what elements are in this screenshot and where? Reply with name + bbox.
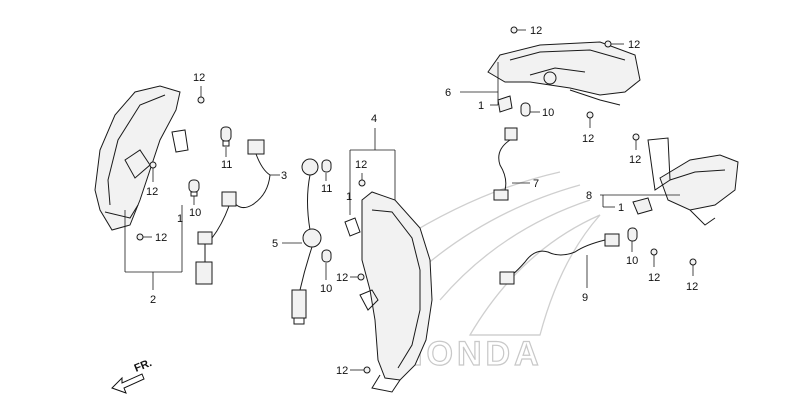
callout-12i: 12 (582, 133, 594, 145)
bulb-icon (220, 126, 232, 147)
bulb-icon (321, 159, 332, 173)
callout-2: 2 (150, 294, 156, 306)
bulb-icon (520, 102, 531, 117)
callout-1b: 1 (346, 191, 352, 203)
wire-harness-9 (499, 233, 620, 285)
lower-right-light-assembly (647, 137, 739, 226)
wire-harness-7 (493, 127, 518, 201)
screw-icon (604, 40, 612, 48)
cap-icon (632, 197, 653, 215)
callout-12e: 12 (336, 272, 348, 284)
callout-12f: 12 (336, 365, 348, 377)
bulb-icon (321, 249, 332, 263)
screw-icon (136, 233, 144, 241)
callout-1a: 1 (177, 213, 183, 225)
screw-icon (149, 161, 157, 169)
left-light-assembly (94, 85, 189, 231)
callout-1c: 1 (478, 100, 484, 112)
callout-11b: 11 (321, 183, 332, 195)
screw-icon (586, 111, 594, 119)
callout-5: 5 (272, 238, 278, 250)
wire-harness-5 (291, 158, 322, 325)
callout-10b: 10 (320, 283, 332, 295)
upper-right-light-assembly (487, 41, 641, 106)
screw-icon (650, 248, 658, 256)
callout-12b: 12 (146, 186, 158, 198)
screw-icon (363, 366, 371, 374)
center-light-assembly (344, 191, 433, 393)
callout-11a: 11 (221, 159, 232, 171)
callout-4: 4 (371, 113, 377, 125)
callout-12d: 12 (355, 159, 367, 171)
callout-9: 9 (582, 292, 588, 304)
wire-harness-3 (195, 139, 271, 285)
screw-icon (358, 179, 366, 187)
callout-12g: 12 (530, 25, 542, 37)
callout-12j: 12 (629, 154, 641, 166)
screw-icon (357, 273, 365, 281)
front-direction-label: FR. (133, 357, 154, 375)
bulb-icon (188, 179, 200, 197)
callout-12c: 12 (155, 232, 167, 244)
screw-icon (510, 26, 518, 34)
callout-12k: 12 (648, 272, 660, 284)
callout-12l: 12 (686, 281, 698, 293)
front-direction-arrow-icon (111, 373, 145, 394)
callout-8: 8 (586, 190, 592, 202)
callout-7: 7 (533, 178, 539, 190)
bulb-icon (627, 227, 638, 242)
callout-6: 6 (445, 87, 451, 99)
callout-1d: 1 (618, 202, 624, 214)
callout-12a: 12 (193, 72, 205, 84)
callout-10d: 10 (626, 255, 638, 267)
screw-icon (632, 133, 640, 141)
cap-icon (497, 95, 513, 113)
callout-10c: 10 (542, 107, 554, 119)
callout-10a: 10 (189, 207, 201, 219)
callout-12h: 12 (628, 39, 640, 51)
screw-icon (689, 258, 697, 266)
callout-3: 3 (281, 170, 287, 182)
screw-icon (197, 96, 205, 104)
